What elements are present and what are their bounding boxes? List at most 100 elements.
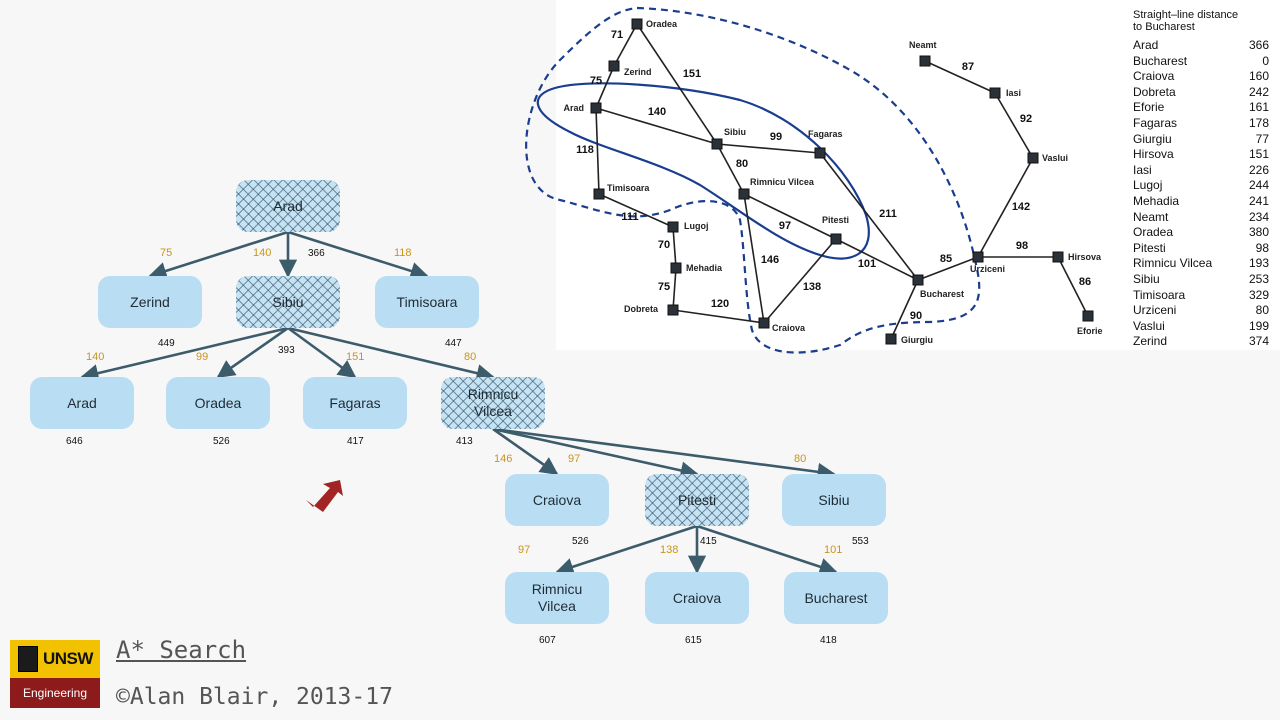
- road-oradea-sibiu: [636, 23, 718, 145]
- road-arad-timisoara: [595, 107, 600, 195]
- legend-value: 242: [1248, 84, 1269, 99]
- city-label-craiova: Craiova: [772, 323, 806, 333]
- legend-city: Timisoara: [1133, 287, 1186, 302]
- road-dist-arad-sibiu: 140: [648, 106, 666, 118]
- road-dist-iasi-neamt: 87: [962, 61, 974, 73]
- road-dist-pitesti-bucharest: 101: [858, 258, 876, 270]
- city-marker-hirsova: [1052, 251, 1064, 263]
- road-lugoj-mehadia: [672, 226, 677, 269]
- road-rimnicu-pitesti: [743, 193, 837, 240]
- city-marker-lugoj: [667, 221, 679, 233]
- city-label-bucharest: Bucharest: [920, 289, 964, 299]
- f-value-craiova2: 615: [685, 635, 702, 646]
- road-bucharest-urziceni: [917, 256, 979, 281]
- city-label-neamt: Neamt: [909, 40, 937, 50]
- f-value-zerind: 449: [158, 338, 175, 349]
- road-dist-sibiu-rimnicu: 80: [736, 158, 748, 170]
- road-rimnicu-craiova: [743, 193, 765, 324]
- tree-node-sibiu: Sibiu: [236, 276, 340, 328]
- edge-cost-craiova: 146: [494, 453, 513, 465]
- road-timisoara-lugoj: [598, 193, 674, 228]
- legend-city: Vaslui: [1133, 318, 1165, 333]
- tree-node-rimnicu2: Rimnicu Vilcea: [505, 572, 609, 624]
- road-dist-hirsova-eforie: 86: [1079, 276, 1091, 288]
- road-iasi-neamt: [924, 60, 996, 94]
- f-value-fagaras: 417: [347, 436, 364, 447]
- city-label-hirsova: Hirsova: [1068, 252, 1102, 262]
- legend-value: 244: [1248, 178, 1269, 193]
- legend-value: 234: [1248, 209, 1269, 224]
- tree-node-craiova2: Craiova: [645, 572, 749, 624]
- road-dist-rimnicu-pitesti: 97: [779, 220, 791, 232]
- tree-edge-rimnicu-craiova: [492, 427, 559, 476]
- road-dist-bucharest-urziceni: 85: [940, 253, 952, 265]
- legend-value: 178: [1248, 115, 1269, 130]
- legend-value: 98: [1255, 240, 1269, 255]
- legend-value: 0: [1262, 53, 1269, 68]
- road-mehadia-dobreta: [672, 267, 677, 311]
- legend-city: Eforie: [1133, 100, 1165, 115]
- legend-city: Craiova: [1133, 69, 1175, 84]
- edge-cost-sibiu2: 80: [794, 453, 807, 465]
- legend-city: Lugoj: [1133, 178, 1163, 193]
- city-label-arad: Arad: [563, 103, 584, 113]
- legend-title-line2: to Bucharest: [1133, 21, 1195, 33]
- road-dist-vaslui-iasi: 92: [1020, 113, 1032, 125]
- tree-edge-arad_root-zerind: [148, 230, 289, 280]
- city-marker-mehadia: [670, 262, 682, 274]
- city-label-sibiu: Sibiu: [724, 127, 746, 137]
- edge-cost-rimnicu: 80: [464, 351, 477, 363]
- pointer-arrow: [306, 480, 343, 512]
- tree-edges: [80, 230, 838, 576]
- edge-cost-craiova2: 138: [660, 544, 679, 556]
- tree-node-sibiu2: Sibiu: [782, 474, 886, 526]
- road-dist-sibiu-fagaras: 99: [770, 131, 782, 143]
- legend-value: 160: [1248, 69, 1269, 84]
- road-dist-bucharest-giurgiu: 90: [910, 310, 922, 322]
- tree-edge-rimnicu-sibiu2: [492, 427, 836, 481]
- tree-node-fagaras: Fagaras: [303, 377, 407, 429]
- tree-node-craiova: Craiova: [505, 474, 609, 526]
- logo-text: UNSW: [43, 649, 93, 668]
- city-marker-dobreta: [667, 304, 679, 316]
- tree-node-zerind: Zerind: [98, 276, 202, 328]
- tree-node-oradea: Oradea: [166, 377, 270, 429]
- unsw-logo: UNSW: [10, 640, 100, 678]
- edge-cost-pitesti: 97: [568, 453, 581, 465]
- city-marker-zerind: [608, 60, 620, 72]
- legend-title-line1: Straight–line distance: [1133, 9, 1239, 21]
- city-marker-vaslui: [1027, 152, 1039, 164]
- legend-city: Dobreta: [1133, 84, 1176, 99]
- city-marker-eforie: [1082, 310, 1094, 322]
- legend-city: Mehadia: [1133, 193, 1180, 208]
- city-marker-arad: [590, 102, 602, 114]
- edge-cost-zerind: 75: [160, 247, 173, 259]
- road-hirsova-eforie: [1057, 256, 1089, 317]
- f-value-sibiu2: 553: [852, 536, 869, 547]
- city-label-mehadia: Mehadia: [686, 263, 723, 273]
- road-dist-craiova-pitesti: 138: [803, 281, 821, 293]
- city-label-zerind: Zerind: [624, 67, 652, 77]
- legend-city: Hirsova: [1133, 147, 1174, 162]
- edge-cost-timisoara: 118: [394, 247, 412, 259]
- road-bucharest-giurgiu: [890, 279, 919, 340]
- legend-value: 199: [1248, 318, 1269, 333]
- copyright: ©Alan Blair, 2013-17: [116, 684, 393, 710]
- edge-cost-rimnicu2: 97: [518, 544, 531, 556]
- faculty-label: Engineering: [10, 678, 100, 708]
- road-sibiu-rimnicu: [716, 143, 745, 195]
- road-fagaras-bucharest: [819, 152, 919, 281]
- legend-city: Urziceni: [1133, 303, 1177, 318]
- city-label-vaslui: Vaslui: [1042, 153, 1068, 163]
